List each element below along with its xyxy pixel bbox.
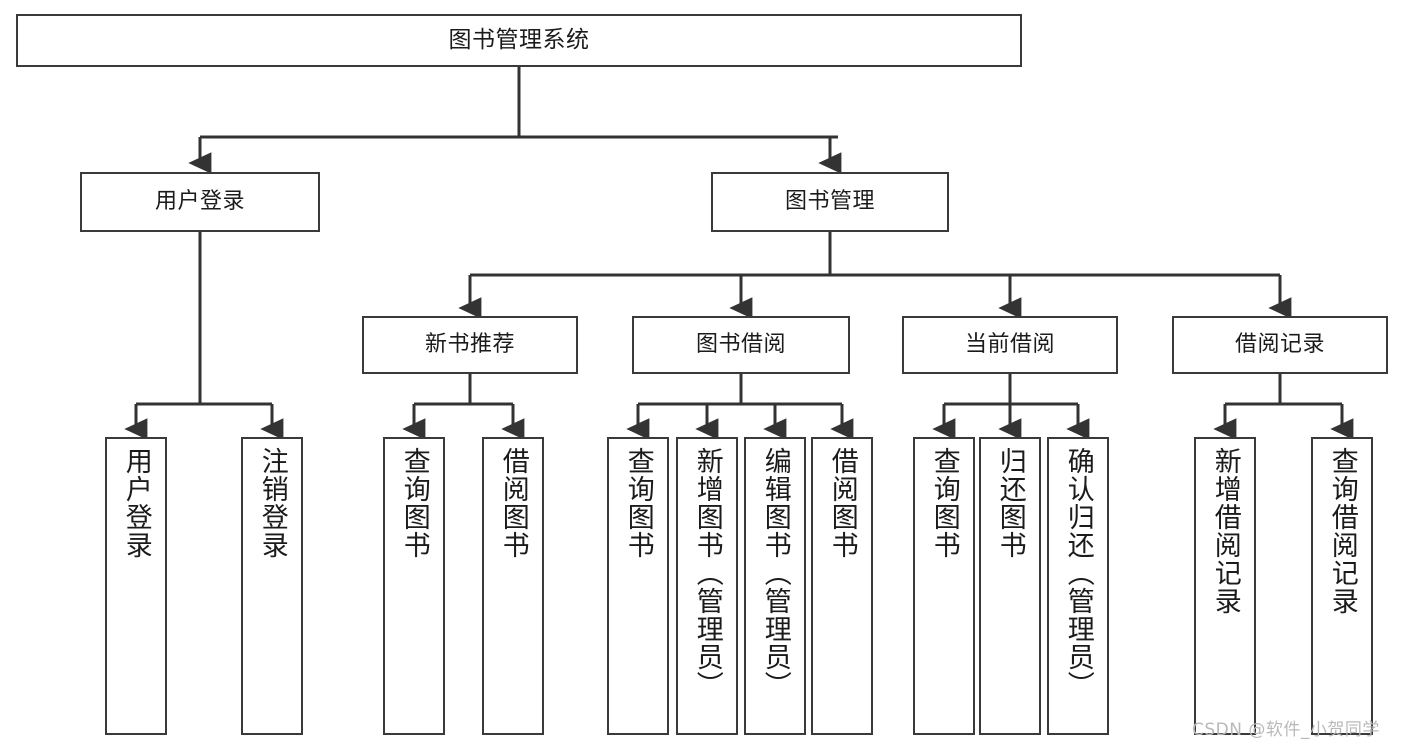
node-leaf-return-book[interactable]: 归还图书	[979, 437, 1041, 735]
node-borrow-record-label: 借阅记录	[1234, 332, 1325, 358]
node-leaf-query-book-1[interactable]: 查询图书	[383, 437, 445, 735]
node-leaf-query-book-2-label: 查询图书	[622, 447, 654, 559]
node-leaf-borrow-book-2[interactable]: 借阅图书	[811, 437, 873, 735]
node-book-manage-label: 图书管理	[784, 189, 875, 215]
node-leaf-query-book-3[interactable]: 查询图书	[913, 437, 975, 735]
node-book-manage[interactable]: 图书管理	[711, 172, 949, 232]
node-borrow-record[interactable]: 借阅记录	[1172, 316, 1388, 374]
node-leaf-add-book[interactable]: 新增图书（管理员）	[676, 437, 738, 735]
node-root[interactable]: 图书管理系统	[16, 14, 1022, 67]
node-root-label: 图书管理系统	[448, 26, 590, 53]
node-leaf-query-book-3-label: 查询图书	[928, 447, 960, 559]
node-leaf-confirm-return-label: 确认归还（管理员）	[1062, 447, 1094, 699]
node-new-book-rec[interactable]: 新书推荐	[362, 316, 578, 374]
node-leaf-borrow-book-1[interactable]: 借阅图书	[482, 437, 544, 735]
node-leaf-edit-book[interactable]: 编辑图书（管理员）	[744, 437, 806, 735]
node-leaf-user-logout-label: 注销登录	[256, 447, 288, 559]
node-leaf-user-login-label: 用户登录	[120, 447, 152, 559]
node-leaf-confirm-return[interactable]: 确认归还（管理员）	[1047, 437, 1109, 735]
node-leaf-add-record[interactable]: 新增借阅记录	[1194, 437, 1256, 735]
node-leaf-edit-book-label: 编辑图书（管理员）	[759, 447, 791, 699]
node-new-book-rec-label: 新书推荐	[424, 332, 515, 358]
node-leaf-borrow-book-1-label: 借阅图书	[497, 447, 529, 559]
node-current-borrow[interactable]: 当前借阅	[902, 316, 1118, 374]
node-book-borrow-label: 图书借阅	[695, 332, 786, 358]
node-leaf-query-record-label: 查询借阅记录	[1326, 447, 1358, 615]
node-leaf-borrow-book-2-label: 借阅图书	[826, 447, 858, 559]
node-leaf-query-record[interactable]: 查询借阅记录	[1311, 437, 1373, 735]
node-leaf-return-book-label: 归还图书	[994, 447, 1026, 559]
node-leaf-query-book-2[interactable]: 查询图书	[607, 437, 669, 735]
node-current-borrow-label: 当前借阅	[964, 332, 1055, 358]
node-book-borrow[interactable]: 图书借阅	[632, 316, 850, 374]
node-leaf-user-logout[interactable]: 注销登录	[241, 437, 303, 735]
node-leaf-add-book-label: 新增图书（管理员）	[691, 447, 723, 699]
node-leaf-user-login[interactable]: 用户登录	[105, 437, 167, 735]
node-leaf-add-record-label: 新增借阅记录	[1209, 447, 1241, 615]
node-user-login[interactable]: 用户登录	[80, 172, 320, 232]
node-leaf-query-book-1-label: 查询图书	[398, 447, 430, 559]
watermark-text: CSDN @软件_小贺同学	[1192, 720, 1380, 740]
node-user-login-label: 用户登录	[154, 189, 245, 215]
